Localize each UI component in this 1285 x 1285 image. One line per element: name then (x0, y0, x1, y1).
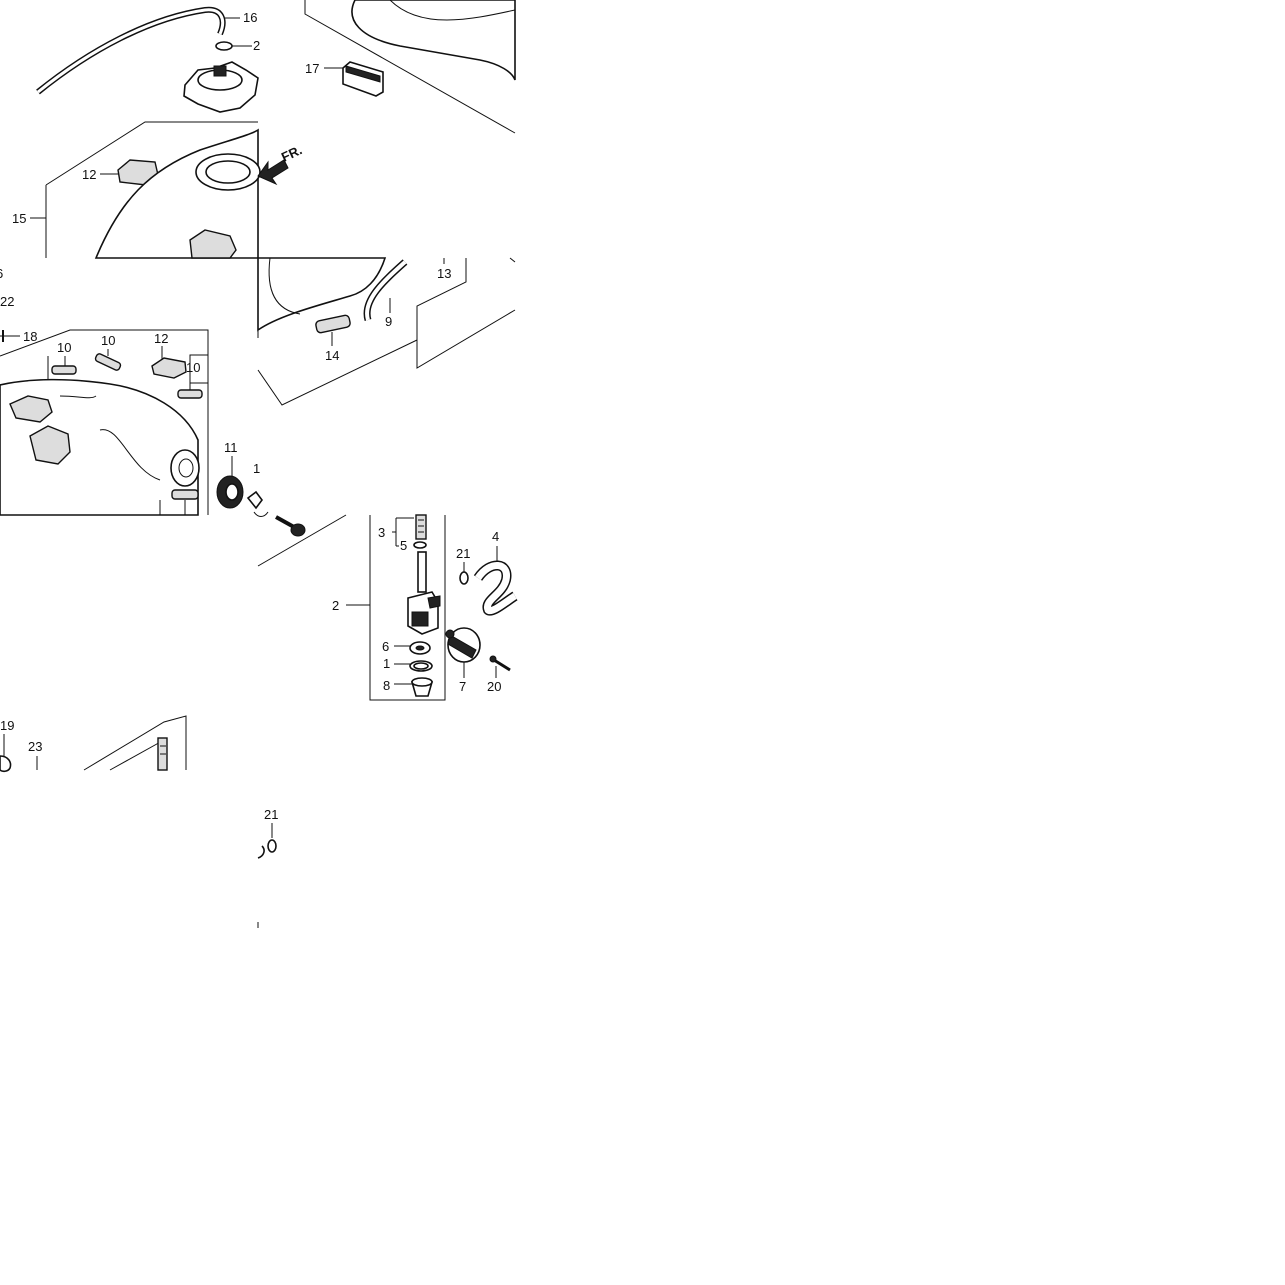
pad-10-a (51, 365, 77, 375)
callout-14: 14 (325, 348, 339, 363)
tank-body-top (94, 128, 259, 259)
callout-21: 21 (264, 807, 278, 822)
pad-12-b (151, 357, 187, 379)
washer-19 (0, 755, 12, 773)
callout-21: 21 (456, 546, 470, 561)
callout-2: 2 (253, 38, 260, 53)
bolt-part (275, 515, 306, 537)
valve-lever-7 (445, 627, 481, 663)
callout-11: 11 (224, 440, 238, 455)
callout-10: 10 (186, 360, 200, 375)
callout-23: 23 (28, 739, 42, 754)
tile-tank-rear: 17 (304, 0, 516, 134)
callout-10: 10 (101, 333, 115, 348)
tile-tank-side: 6 22 18 10 10 12 10 (0, 266, 209, 516)
callout-12: 12 (154, 331, 168, 346)
callout-3: 3 (378, 525, 385, 540)
grommet-17 (342, 61, 384, 97)
callout-9: 9 (385, 314, 392, 329)
callout-17: 17 (305, 61, 319, 76)
tile-lower-left: 19 23 (0, 715, 187, 773)
callout-2: 2 (332, 598, 339, 613)
hose-clip-21-b (267, 839, 277, 853)
front-arrow-icon (257, 159, 289, 186)
pad-10-c (177, 389, 203, 399)
callout-6-edge: 6 (0, 266, 3, 281)
callout-5: 5 (400, 538, 407, 553)
strainer-3 (415, 514, 427, 540)
oring-5 (413, 541, 427, 549)
tile-lower-center: 21 (257, 807, 278, 928)
callout-18: 18 (23, 329, 37, 344)
hose-clip-21 (459, 571, 469, 585)
tile-fuel-valve: 2 3 5 21 4 6 1 8 (332, 514, 518, 701)
callout-10: 10 (57, 340, 71, 355)
fuel-cap (183, 61, 259, 113)
front-marker: FR. (279, 142, 304, 164)
tile-mount: 11 1 (216, 440, 347, 567)
grommet-11 (216, 475, 244, 509)
pad-side-lower (171, 489, 199, 500)
callout-13: 13 (437, 266, 451, 281)
callout-15: 15 (12, 211, 26, 226)
callout-19: 19 (0, 718, 14, 733)
tile-tank-bottom: 9 14 13 (257, 257, 516, 406)
fuel-valve-body (407, 551, 441, 635)
tank-bottom-outline (257, 257, 387, 332)
callout-12: 12 (82, 167, 96, 182)
callout-20: 20 (487, 679, 501, 694)
callout-22: 22 (0, 294, 14, 309)
callout-8: 8 (383, 678, 390, 693)
pad-14 (315, 314, 351, 334)
collar-part (246, 490, 263, 510)
callout-6: 6 (382, 639, 389, 654)
callout-7: 7 (459, 679, 466, 694)
callout-1: 1 (253, 461, 260, 476)
clip-part (215, 41, 233, 51)
tank-rear-outline (351, 0, 516, 81)
tile-tank-top: FR. 16 2 12 15 (12, 6, 304, 259)
pad-10-b (94, 353, 122, 371)
callout-16: 16 (243, 10, 257, 25)
callout-4: 4 (492, 529, 499, 544)
callout-1: 1 (383, 656, 390, 671)
screw-20 (489, 655, 511, 672)
